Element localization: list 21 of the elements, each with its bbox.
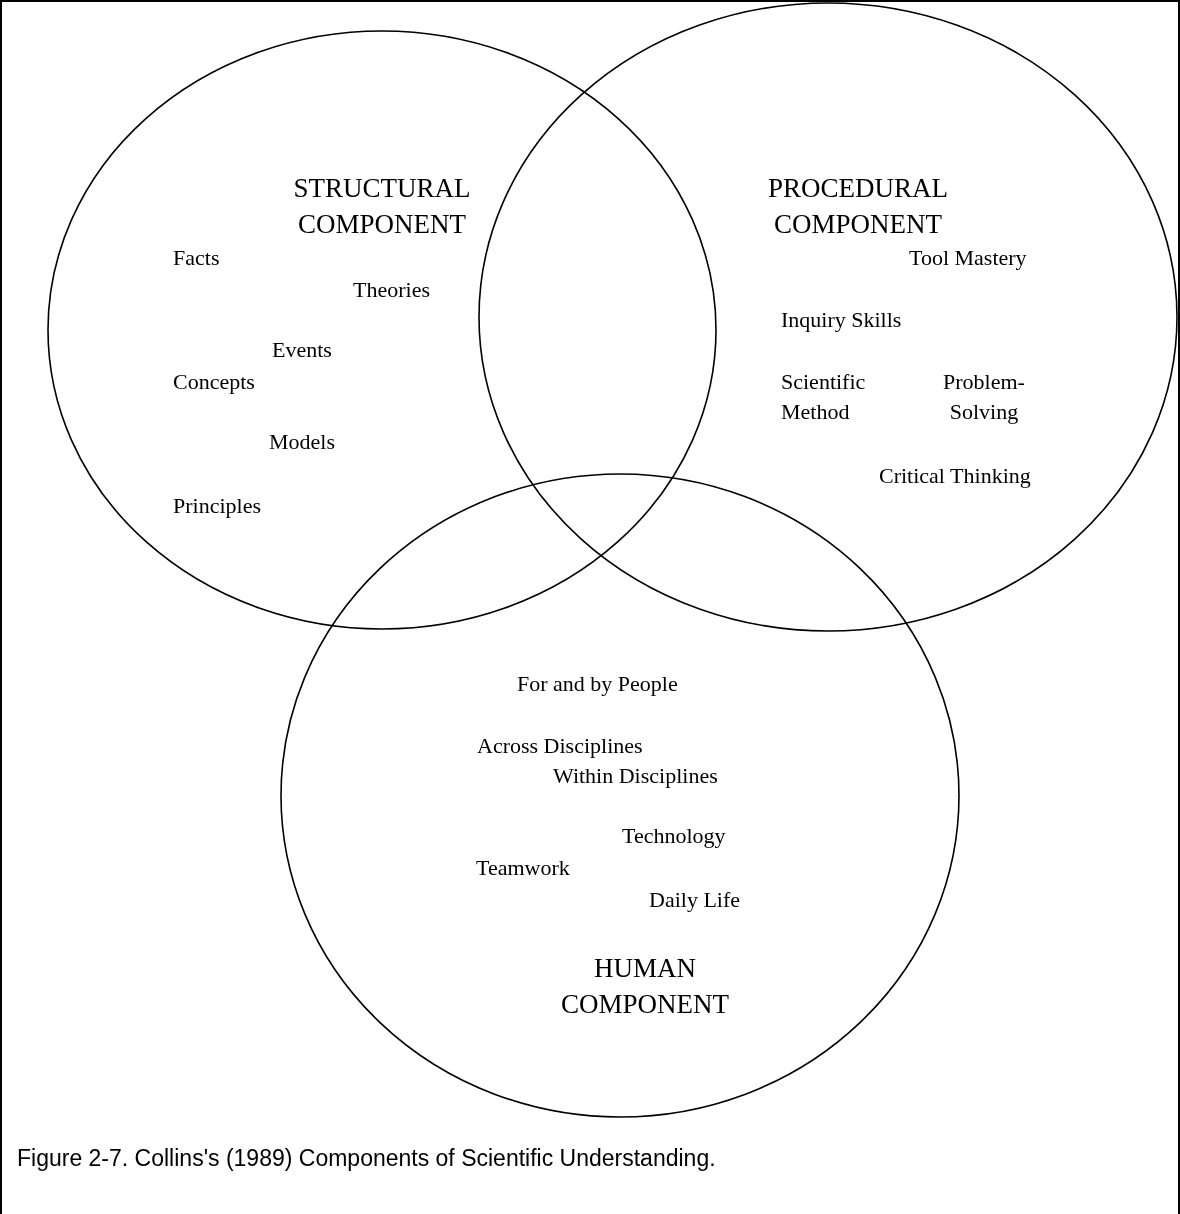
item-label: Facts	[173, 244, 220, 272]
circle-heading: HUMAN COMPONENT	[560, 952, 730, 1021]
item-label: Within Disciplines	[553, 762, 718, 790]
item-label: Tool Mastery	[909, 244, 1027, 272]
item-label: Technology	[622, 822, 726, 850]
item-label: Theories	[353, 276, 430, 304]
item-label: Critical Thinking	[879, 462, 1031, 490]
item-label: Teamwork	[476, 854, 570, 882]
item-label: Scientific Method	[781, 368, 867, 426]
item-label: Inquiry Skills	[781, 306, 902, 334]
circle-heading: STRUCTURAL COMPONENT	[292, 172, 472, 241]
figure-caption: Figure 2-7. Collins's (1989) Components of Scientific Understanding.	[17, 1145, 716, 1172]
item-label: Problem-Solving	[942, 368, 1026, 426]
item-label: Events	[272, 336, 332, 364]
item-label: Principles	[173, 492, 261, 520]
circle-heading: PROCEDURAL COMPONENT	[767, 172, 949, 241]
item-label: Concepts	[173, 368, 255, 396]
item-label: Models	[269, 428, 335, 456]
item-label: For and by People	[517, 670, 678, 698]
item-label: Across Disciplines	[477, 732, 643, 760]
item-label: Daily Life	[649, 886, 741, 914]
